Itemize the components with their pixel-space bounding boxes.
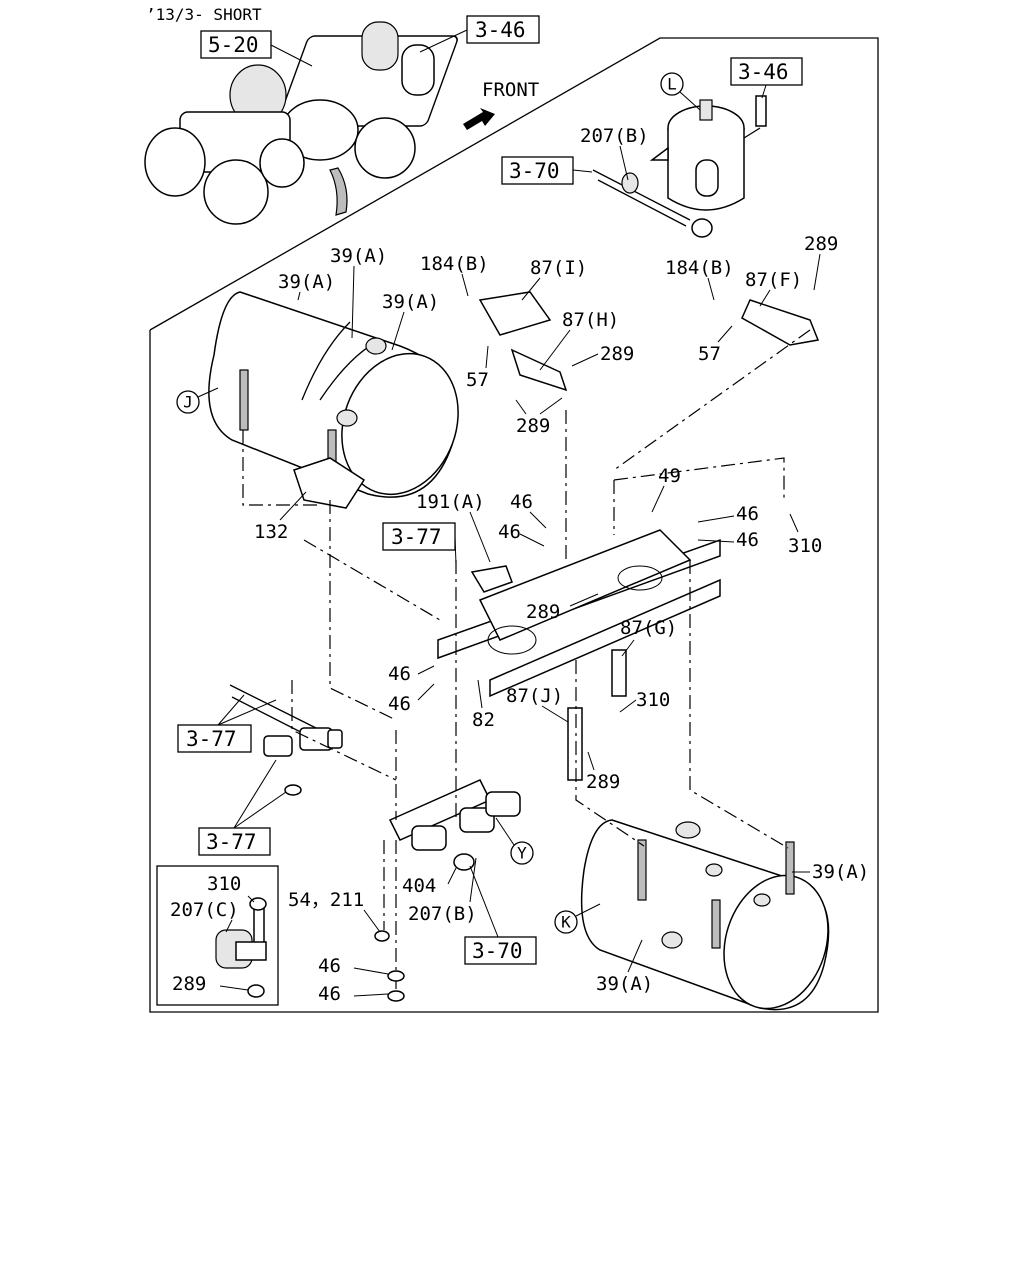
ref-box-3-70-bottom[interactable]: 3-70 xyxy=(464,936,537,965)
label-310-1: 310 xyxy=(788,535,822,557)
svg-text:J: J xyxy=(183,393,193,412)
ref-box-3-46-top[interactable]: 3-46 xyxy=(466,15,540,44)
header-title: ’13/3- SHORT xyxy=(146,5,262,24)
svg-text:3-70: 3-70 xyxy=(472,939,523,963)
label-46-3: 46 xyxy=(736,503,759,525)
label-46-8: 46 xyxy=(318,983,341,1005)
label-46-1: 46 xyxy=(510,491,533,513)
ref-box-3-77-left[interactable]: 3-77 xyxy=(177,724,252,753)
svg-text:K: K xyxy=(561,913,571,932)
label-49: 49 xyxy=(658,465,681,487)
inset-label-310: 310 xyxy=(207,873,241,895)
label-87h: 87(H) xyxy=(562,309,619,331)
svg-text:3-77: 3-77 xyxy=(206,830,257,854)
ref-box-5-20[interactable]: 5-20 xyxy=(200,30,272,59)
svg-text:5-20: 5-20 xyxy=(208,33,259,57)
label-207b-bottom: 207(B) xyxy=(408,903,477,925)
crossmember-frame-illustration xyxy=(437,291,820,781)
label-46-6: 46 xyxy=(388,693,411,715)
label-87i: 87(I) xyxy=(530,257,587,279)
label-46-7: 46 xyxy=(318,955,341,977)
label-184b-2: 184(B) xyxy=(665,257,734,279)
label-184b-1: 184(B) xyxy=(420,253,489,275)
diagram-frame xyxy=(149,37,879,1013)
ref-box-3-46-right[interactable]: 3-46 xyxy=(730,57,803,86)
circle-label-Y: Y xyxy=(510,841,534,865)
label-82: 82 xyxy=(472,709,495,731)
label-46-5: 46 xyxy=(388,663,411,685)
label-289-3: 289 xyxy=(804,233,838,255)
label-39a-4: 39(A) xyxy=(812,861,869,883)
circle-label-K: K xyxy=(554,910,578,934)
label-404: 404 xyxy=(402,875,436,897)
label-39a-2: 39(A) xyxy=(278,271,335,293)
label-46-4: 46 xyxy=(736,529,759,551)
assembly-guide-lines xyxy=(242,329,811,990)
svg-text:Y: Y xyxy=(517,844,527,863)
svg-text:3-77: 3-77 xyxy=(186,727,237,751)
valve-bracket-illustration xyxy=(388,779,521,871)
inset-label-289: 289 xyxy=(172,973,206,995)
label-39a-1: 39(A) xyxy=(330,245,387,267)
circle-label-L: L xyxy=(660,72,684,96)
label-39a-5: 39(A) xyxy=(596,973,653,995)
label-310-2: 310 xyxy=(636,689,670,711)
label-39a-3: 39(A) xyxy=(382,291,439,313)
label-87g: 87(G) xyxy=(620,617,677,639)
label-191a: 191(A) xyxy=(416,491,485,513)
label-87j: 87(J) xyxy=(506,685,563,707)
vehicle-overview-illustration xyxy=(144,21,458,225)
front-direction-indicator: FRONT xyxy=(463,79,539,130)
label-289-2: 289 xyxy=(516,415,550,437)
inset-detail-box: 310 207(C) 289 xyxy=(156,865,279,1006)
inset-label-207c: 207(C) xyxy=(170,899,239,921)
nut-46-b xyxy=(387,990,405,1002)
label-46-2: 46 xyxy=(498,521,521,543)
label-54-211: 54，211 xyxy=(288,889,364,911)
label-289-1: 289 xyxy=(600,343,634,365)
washer-54 xyxy=(374,930,390,942)
fuel-tank-J-illustration xyxy=(208,291,459,509)
svg-text:3-77: 3-77 xyxy=(391,525,442,549)
label-132: 132 xyxy=(254,521,288,543)
front-label: FRONT xyxy=(482,79,539,101)
label-57-2: 57 xyxy=(698,343,721,365)
label-87f: 87(F) xyxy=(745,269,802,291)
fuel-tank-K-illustration xyxy=(580,819,830,1011)
ref-box-3-77-low[interactable]: 3-77 xyxy=(198,827,271,856)
label-207b-top: 207(B) xyxy=(580,125,649,147)
air-tank-L-illustration xyxy=(592,95,767,238)
label-289-5: 289 xyxy=(586,771,620,793)
label-289-4: 289 xyxy=(526,601,560,623)
svg-text:3-46: 3-46 xyxy=(475,18,526,42)
ref-box-3-77-mid[interactable]: 3-77 xyxy=(382,522,456,551)
nut-46-a xyxy=(387,970,405,982)
ref-box-3-70-top[interactable]: 3-70 xyxy=(501,156,574,185)
valve-assembly-illustration xyxy=(229,684,343,796)
label-57-1: 57 xyxy=(466,369,489,391)
circle-label-J: J xyxy=(176,390,200,414)
svg-text:3-46: 3-46 xyxy=(738,60,789,84)
svg-text:L: L xyxy=(667,75,677,94)
svg-text:3-70: 3-70 xyxy=(509,159,560,183)
